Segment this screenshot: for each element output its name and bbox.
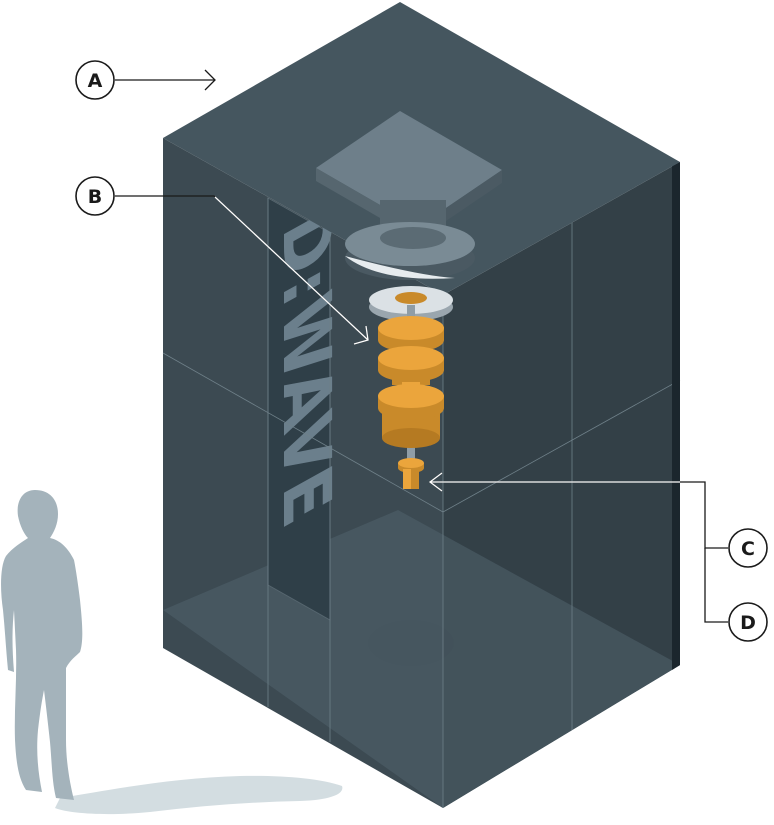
callout-b-circle xyxy=(75,176,115,216)
seam-left-h xyxy=(162,352,444,513)
callout-a: A xyxy=(75,60,115,100)
arrow-a xyxy=(204,69,216,91)
cabinet: D:WAVE xyxy=(162,2,681,808)
arrow-b-light xyxy=(353,325,369,345)
disc-large-hub xyxy=(380,227,446,249)
disc-white-core xyxy=(395,292,427,304)
callout-d: D xyxy=(728,602,768,642)
arrow-cd-light xyxy=(428,472,443,492)
callout-a-label: A xyxy=(88,70,103,92)
callout-b-label: B xyxy=(88,186,102,208)
leader-b-light xyxy=(214,196,369,341)
callout-b: B xyxy=(75,176,115,216)
orange-stages xyxy=(378,316,444,489)
cabinet-right-edge xyxy=(672,162,680,670)
callout-c: C xyxy=(728,528,768,568)
chip-holder-top xyxy=(398,458,424,468)
stage-3-bottom xyxy=(382,428,440,448)
processor-assembly xyxy=(316,111,502,489)
stage-2-top xyxy=(378,346,444,370)
leader-d xyxy=(704,548,728,623)
callout-c-circle xyxy=(728,528,768,568)
seam-right-h xyxy=(442,379,681,513)
callout-d-label: D xyxy=(740,612,756,634)
human-silhouette xyxy=(1,490,83,800)
callout-c-label: C xyxy=(741,538,755,560)
human-scale-figure xyxy=(1,490,343,815)
figure-shadow xyxy=(55,775,343,815)
stage-3-neck xyxy=(402,382,420,394)
callout-d-circle xyxy=(728,602,768,642)
callout-leaders-light xyxy=(214,196,680,492)
logo-panel: D:WAVE xyxy=(267,194,345,621)
logo-text: D:WAVE xyxy=(268,194,345,543)
stage-1-top xyxy=(378,316,444,340)
stage-2-neck xyxy=(392,375,430,385)
disc-large-highlight xyxy=(345,256,455,279)
callout-a-circle xyxy=(75,60,115,100)
chip-holder-shade xyxy=(411,469,419,489)
mount-plate-top xyxy=(316,111,502,227)
stage-3-top xyxy=(378,384,444,408)
